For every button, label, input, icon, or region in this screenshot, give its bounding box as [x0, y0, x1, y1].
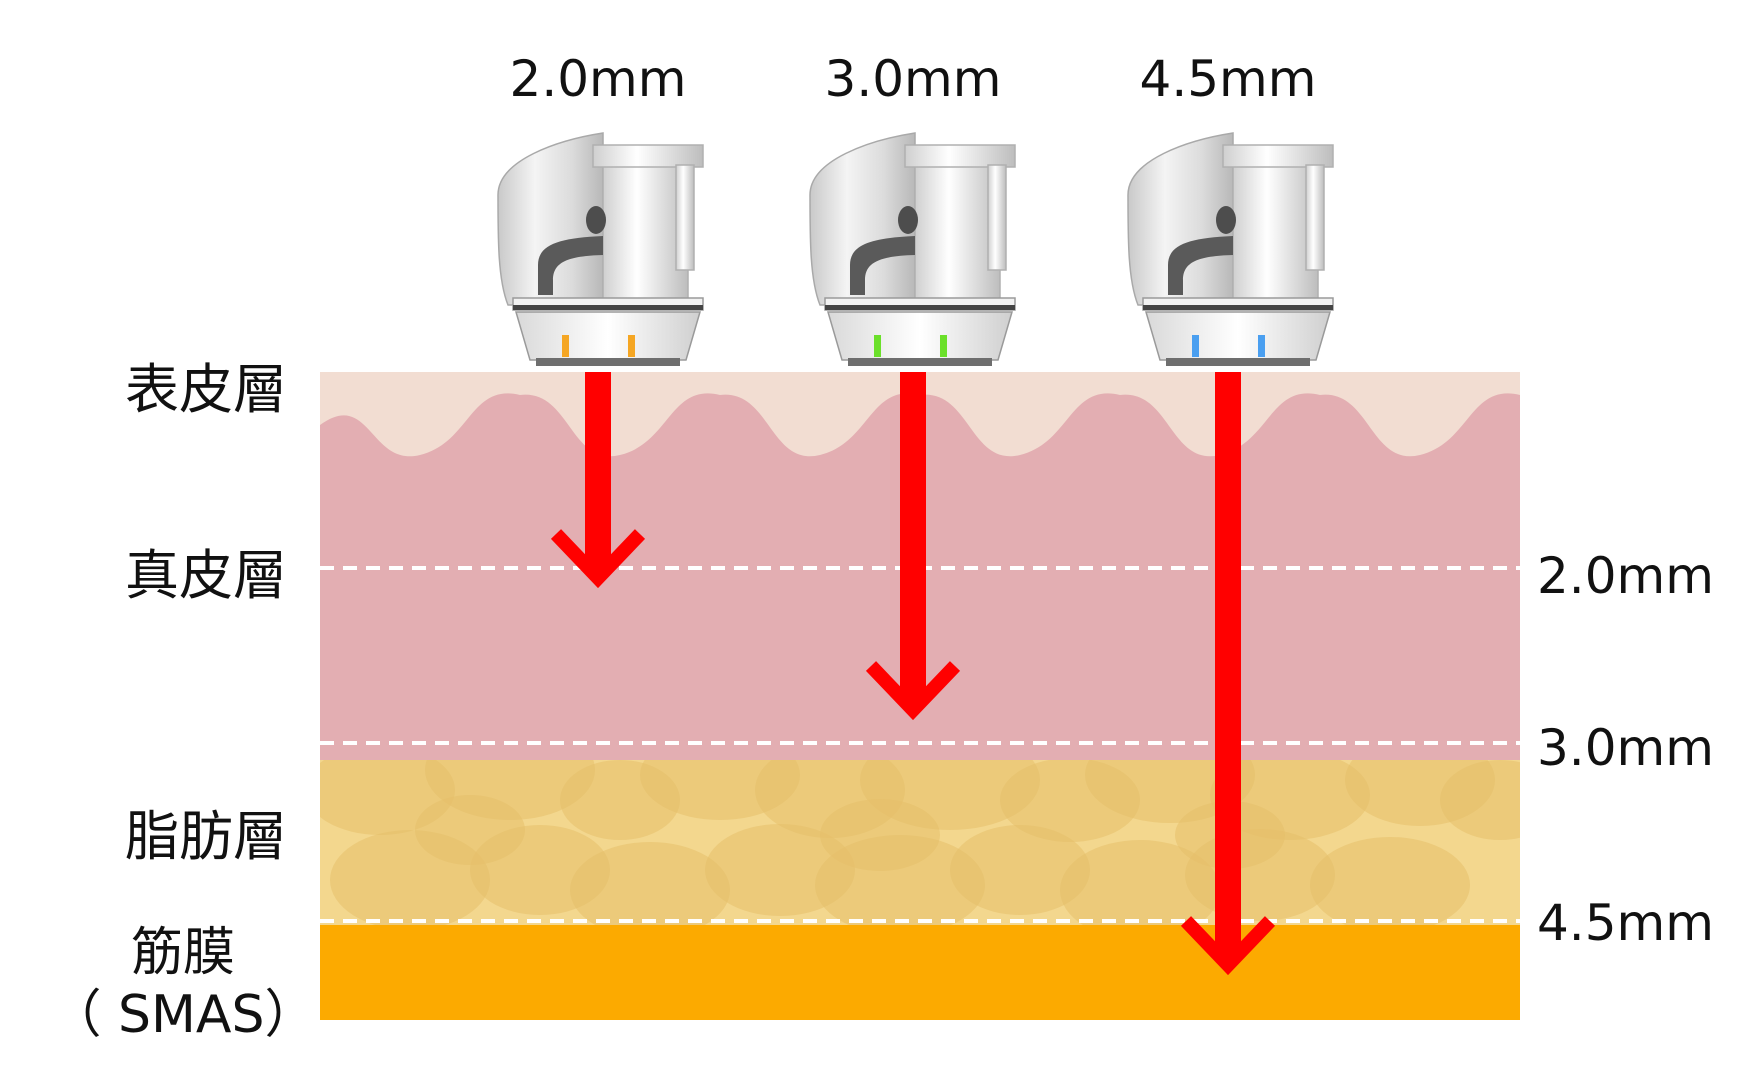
- fascia-label: 筋膜: [131, 923, 235, 983]
- depth-label-2mm: 2.0mm: [1537, 547, 1714, 605]
- fat-cell: [415, 795, 525, 865]
- smas-label: （ SMAS）: [50, 985, 317, 1045]
- probe: [497, 132, 704, 366]
- probe: [809, 132, 1016, 366]
- dermis-label: 真皮層: [125, 544, 287, 607]
- probe-label-4-5mm: 4.5mm: [1140, 50, 1317, 108]
- probe-opening: [850, 236, 915, 295]
- probe-band-shadow: [825, 305, 1015, 310]
- energy-arrow-head: [865, 661, 961, 721]
- probe-hole: [586, 206, 606, 234]
- probe-tip: [827, 311, 1013, 361]
- probe-tip-edge: [848, 358, 992, 366]
- probe-tip: [515, 311, 701, 361]
- fat-cell: [950, 825, 1090, 915]
- depth-label-4-5mm: 4.5mm: [1537, 894, 1714, 952]
- smas-layer: [320, 925, 1520, 1020]
- probe-led: [1258, 335, 1265, 357]
- energy-arrow-head: [550, 529, 646, 589]
- probe-opening: [538, 236, 603, 295]
- fat-cell: [1310, 837, 1470, 925]
- probe-cap: [592, 144, 704, 168]
- fat-cell: [1060, 840, 1220, 925]
- fat-cell: [820, 799, 940, 871]
- probe-cylinder: [1232, 149, 1319, 306]
- fat-cell: [570, 842, 730, 925]
- fat-label: 脂肪層: [125, 805, 287, 868]
- probe-tip: [1145, 311, 1331, 361]
- probe-hole: [1216, 206, 1236, 234]
- depth-label-3mm: 3.0mm: [1537, 719, 1714, 777]
- probe-label-3mm: 3.0mm: [825, 50, 1002, 108]
- probe-clip: [987, 164, 1007, 271]
- probe-cap: [1222, 144, 1334, 168]
- probe-clip: [1305, 164, 1325, 271]
- probe-tip-edge: [1166, 358, 1310, 366]
- probe-hole: [898, 206, 918, 234]
- probe-label-2mm: 2.0mm: [510, 50, 687, 108]
- probe-led: [940, 335, 947, 357]
- probe-cylinder: [602, 149, 689, 306]
- probe-clip: [675, 164, 695, 271]
- energy-arrows: [550, 372, 1276, 976]
- probe-cap: [904, 144, 1016, 168]
- probe-led: [874, 335, 881, 357]
- probe-tip-edge: [536, 358, 680, 366]
- probe: [1127, 132, 1334, 366]
- probe-led: [628, 335, 635, 357]
- probe-band-shadow: [513, 305, 703, 310]
- probe-led: [1192, 335, 1199, 357]
- probe-group: [497, 132, 1334, 366]
- epidermis-label: 表皮層: [125, 358, 287, 421]
- fat-cell: [1440, 760, 1520, 840]
- probe-band-shadow: [1143, 305, 1333, 310]
- energy-arrow-head: [1180, 916, 1276, 976]
- probe-led: [562, 335, 569, 357]
- probe-opening: [1168, 236, 1233, 295]
